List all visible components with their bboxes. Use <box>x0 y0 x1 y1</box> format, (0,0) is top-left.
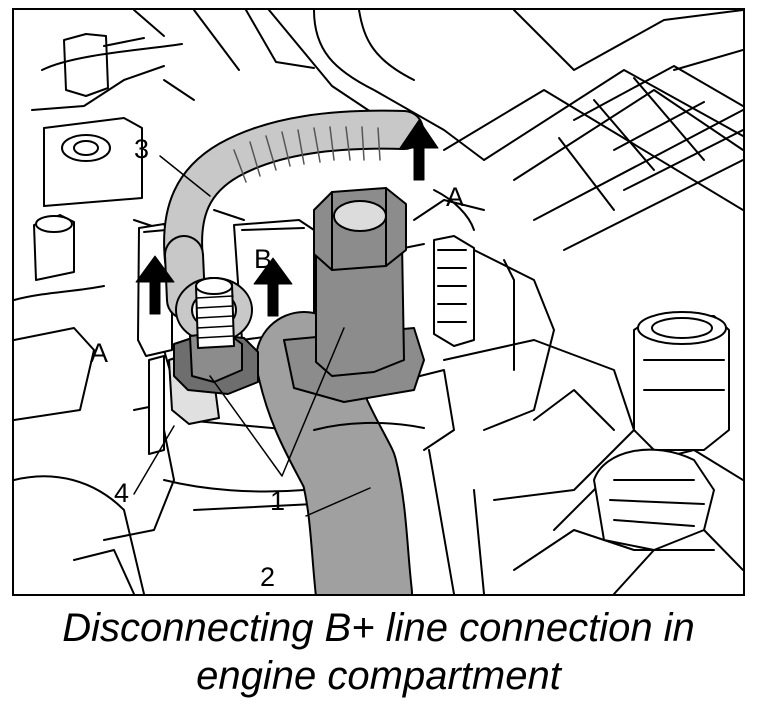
figure-caption: Disconnecting B+ line connection in engi… <box>0 604 757 700</box>
callout-1: 1 <box>270 486 285 516</box>
callout-2: 2 <box>260 562 275 592</box>
callout-b: B <box>254 244 272 274</box>
engine-compartment-diagram: 3 A B A 1 4 2 <box>12 8 745 596</box>
up-arrow-icon <box>135 255 175 315</box>
removal-arrows <box>135 119 439 317</box>
b-plus-terminal <box>283 187 425 403</box>
cable-2 <box>255 311 425 594</box>
callout-a-right: A <box>446 182 464 212</box>
leader-lines <box>133 155 371 517</box>
cable-3 <box>163 109 424 343</box>
engine-background <box>14 10 743 594</box>
caption-line-1: Disconnecting B+ line connection in <box>62 606 695 650</box>
caption-line-2: engine compartment <box>196 654 561 698</box>
callout-4: 4 <box>114 478 129 508</box>
left-nut <box>173 277 259 395</box>
up-arrow-icon <box>399 119 439 181</box>
callout-labels: 3 A B A 1 4 2 <box>90 134 464 592</box>
up-arrow-icon <box>253 257 293 317</box>
callout-a-left: A <box>90 338 108 368</box>
callout-3: 3 <box>134 134 149 164</box>
